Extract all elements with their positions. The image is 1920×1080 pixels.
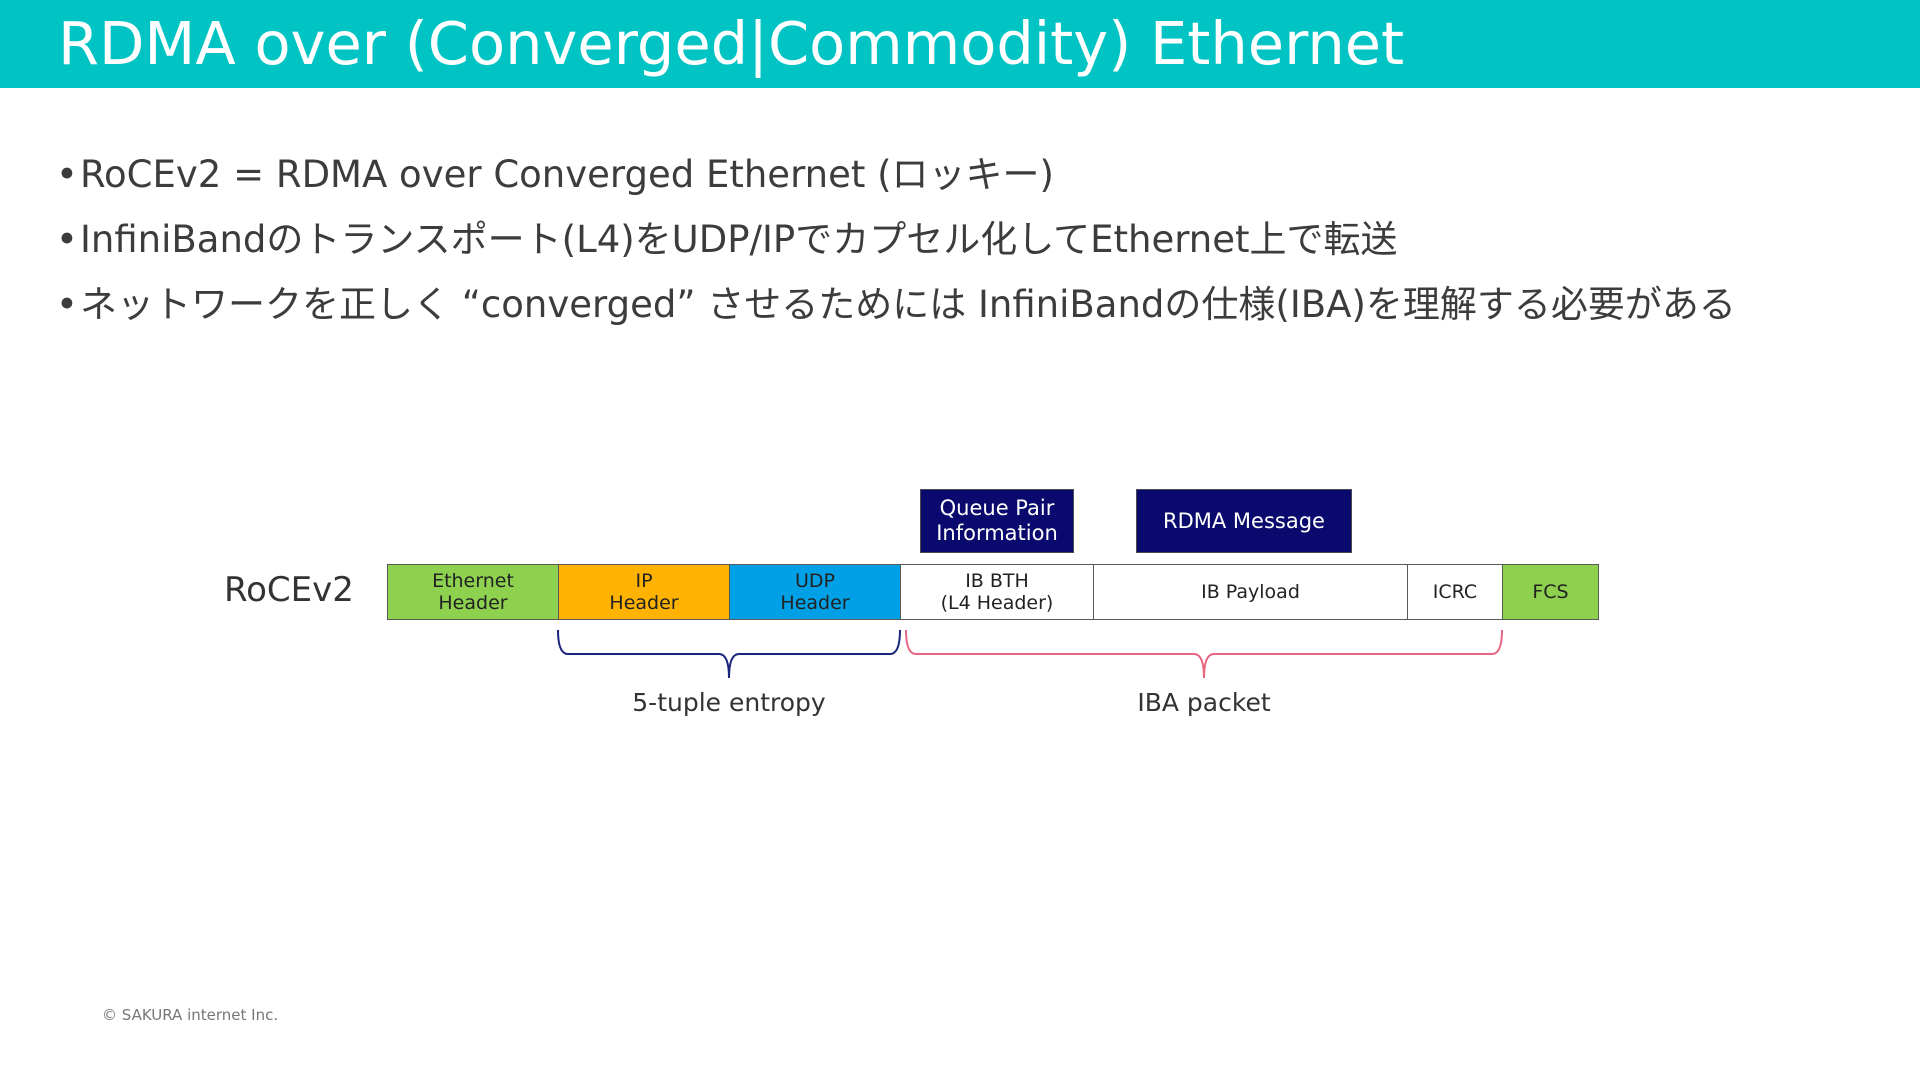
segment-label: Ethernet Header: [432, 570, 514, 614]
segment-label: UDP Header: [780, 570, 850, 614]
bullet-list: •RoCEv2 = RDMA over Converged Ethernet (…: [56, 142, 1736, 337]
segment-label: IP Header: [609, 570, 679, 614]
queue-pair-info-callout: Queue Pair Information: [920, 489, 1074, 553]
five-tuple-entropy-label: 5-tuple entropy: [632, 688, 826, 717]
iba-packet-brace: [905, 629, 1503, 679]
rdma-message-callout: RDMA Message: [1136, 489, 1352, 553]
five-tuple-entropy-brace: [557, 629, 901, 679]
bullet-item: •ネットワークを正しく “converged” させるためには InfiniBa…: [56, 272, 1736, 337]
segment-label: FCS: [1532, 581, 1569, 603]
slide-title: RDMA over (Converged|Commodity) Ethernet: [58, 9, 1405, 78]
bullet-item: •RoCEv2 = RDMA over Converged Ethernet (…: [56, 142, 1736, 207]
bullet-text: RoCEv2 = RDMA over Converged Ethernet (ロ…: [80, 153, 1054, 196]
title-bar: RDMA over (Converged|Commodity) Ethernet: [0, 0, 1920, 88]
copyright-footer: © SAKURA internet Inc.: [102, 1006, 279, 1024]
bullet-marker: •: [56, 153, 78, 196]
segment-udp-header: UDP Header: [729, 564, 901, 620]
segment-label: ICRC: [1432, 581, 1478, 603]
bullet-item: •InfiniBandのトランスポート(L4)をUDP/IPでカプセル化してEt…: [56, 207, 1736, 272]
bullet-text: ネットワークを正しく “converged” させるためには InfiniBan…: [80, 283, 1736, 326]
bullet-text: InfiniBandのトランスポート(L4)をUDP/IPでカプセル化してEth…: [80, 218, 1398, 261]
iba-packet-label: IBA packet: [1137, 688, 1271, 717]
rocev2-row-label: RoCEv2: [224, 570, 354, 610]
bullet-marker: •: [56, 283, 78, 326]
bullet-marker: •: [56, 218, 78, 261]
segment-ib-payload: IB Payload: [1093, 564, 1408, 620]
segment-ip-header: IP Header: [558, 564, 730, 620]
segment-label: IB Payload: [1201, 581, 1300, 603]
segment-ethernet-header: Ethernet Header: [387, 564, 559, 620]
segment-fcs: FCS: [1502, 564, 1599, 620]
segment-label: IB BTH (L4 Header): [940, 570, 1054, 614]
segment-ib-bth: IB BTH (L4 Header): [900, 564, 1094, 620]
